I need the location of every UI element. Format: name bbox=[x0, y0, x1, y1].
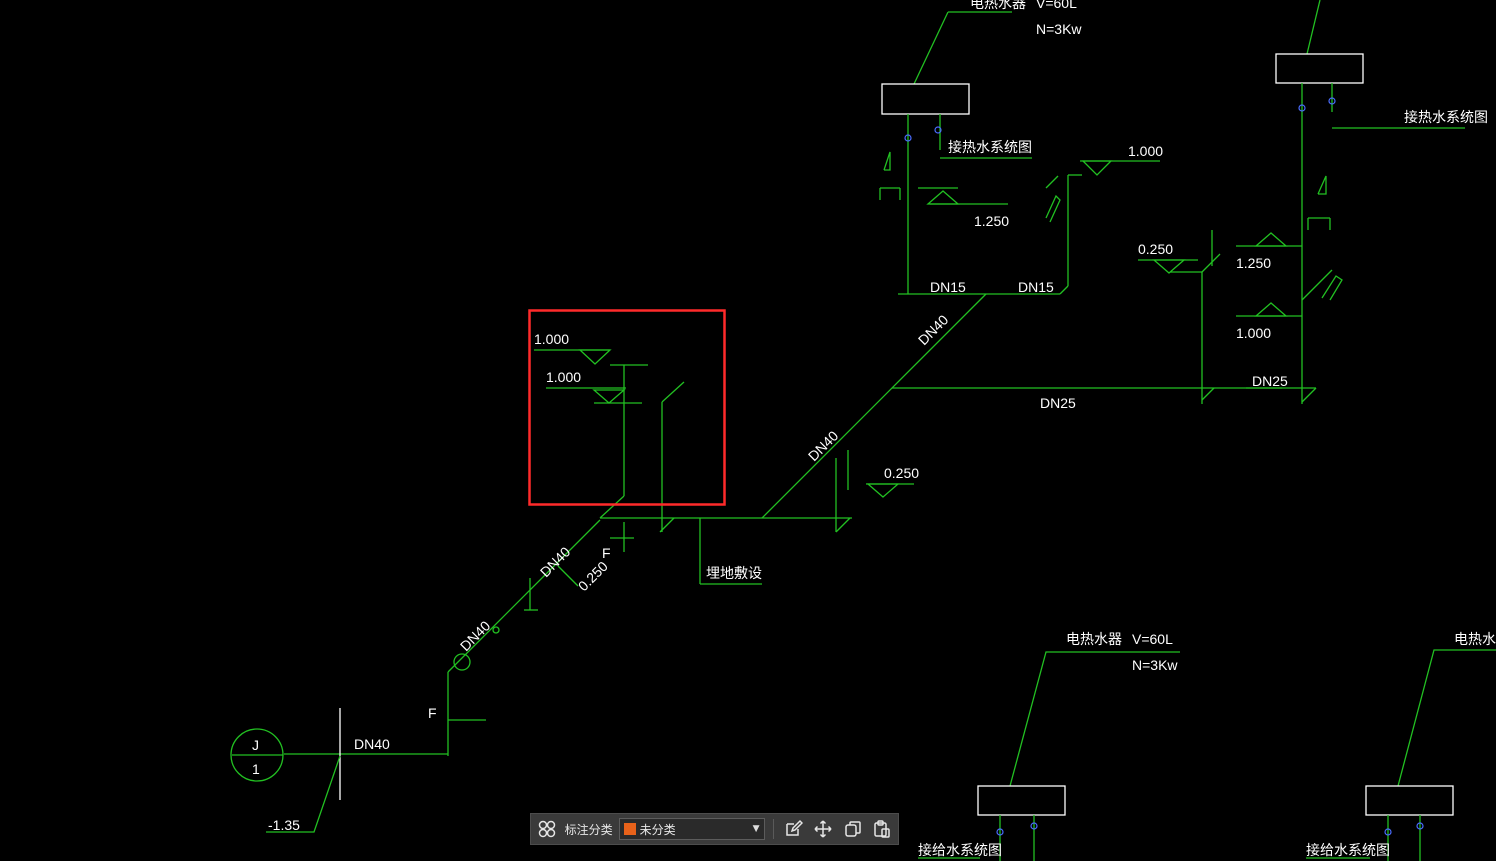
pipe-line bbox=[599, 495, 625, 519]
heater-box bbox=[1275, 53, 1364, 84]
pipe-line bbox=[266, 755, 341, 833]
label-elevation: 1.000 bbox=[546, 369, 581, 385]
label-supply-system: 接给水系统图 bbox=[1306, 842, 1390, 858]
pipe-line bbox=[913, 11, 949, 85]
label-pipe-size: DN40 bbox=[915, 311, 952, 348]
label-pipe-size: DN40 bbox=[457, 617, 494, 654]
heater-box bbox=[977, 785, 1066, 816]
pipe-network bbox=[230, 0, 1496, 861]
label-pipe-size: DN15 bbox=[930, 279, 966, 295]
label-junction-number: 1 bbox=[252, 761, 260, 777]
pipe-line bbox=[1045, 175, 1059, 189]
chevron-down-icon: ▼ bbox=[752, 824, 760, 834]
category-label: 标注分类 bbox=[564, 822, 613, 837]
valve-markers bbox=[904, 97, 1424, 836]
valve-symbol bbox=[453, 653, 471, 671]
elevation-mark bbox=[1254, 232, 1288, 247]
pipe-line bbox=[1201, 253, 1221, 273]
label-pipe-size: DN40 bbox=[354, 736, 390, 752]
valve-symbol bbox=[1384, 828, 1392, 836]
grid-icon[interactable] bbox=[535, 817, 559, 841]
label-elevation: 1.250 bbox=[1236, 255, 1271, 271]
category-color-swatch bbox=[623, 823, 636, 835]
paste-icon[interactable] bbox=[870, 817, 894, 841]
elevation-mark bbox=[926, 190, 960, 205]
fixture-symbol bbox=[1045, 194, 1061, 223]
label-pipe-size: DN15 bbox=[1018, 279, 1054, 295]
pipe-line bbox=[761, 293, 987, 519]
toolbar-divider bbox=[772, 819, 774, 839]
label-f: F bbox=[602, 545, 611, 561]
label-heater-top: 电热水器 bbox=[970, 0, 1026, 11]
drawing-labels: 电热水器 V=60L N=3Kw 接热水系统图 接热水系统图 1.000 1.2… bbox=[252, 0, 1496, 858]
pipe-line bbox=[1306, 0, 1321, 55]
label-junction-letter: J bbox=[252, 737, 259, 753]
label-elevation: 1.000 bbox=[534, 331, 569, 347]
label-hot-system: 接热水系统图 bbox=[1404, 109, 1488, 125]
label-elevation: 0.250 bbox=[1138, 241, 1173, 257]
label-buried: 埋地敷设 bbox=[706, 565, 762, 581]
elevation-mark bbox=[1254, 302, 1288, 317]
pipe-line bbox=[1059, 285, 1069, 295]
selection-highlight-box[interactable] bbox=[528, 309, 726, 506]
label-elevation: 1.000 bbox=[1236, 325, 1271, 341]
label-heater-bottom: 电热水器 bbox=[1454, 631, 1496, 647]
heater-box bbox=[881, 83, 970, 115]
elevation-mark bbox=[1152, 259, 1186, 274]
label-heater-top-volume: V=60L bbox=[1036, 0, 1077, 11]
category-selected-value: 未分类 bbox=[639, 822, 676, 837]
label-elevation: 0.250 bbox=[884, 465, 919, 481]
annotation-toolbar: 标注分类 未分类 ▼ bbox=[530, 813, 899, 845]
pipe-line bbox=[447, 519, 601, 673]
elevation-mark bbox=[1081, 160, 1113, 176]
elevation-mark bbox=[592, 389, 626, 404]
valve-symbol bbox=[904, 134, 912, 142]
copy-icon[interactable] bbox=[841, 817, 865, 841]
label-elevation: 1.000 bbox=[1128, 143, 1163, 159]
pipe-line bbox=[835, 517, 851, 533]
label-elevation: 1.250 bbox=[974, 213, 1009, 229]
label-elevation: 0.250 bbox=[575, 558, 611, 594]
valve-symbol bbox=[1416, 822, 1424, 830]
label-elevation: -1.35 bbox=[268, 817, 300, 833]
label-heater-bottom: 电热水器 bbox=[1066, 631, 1122, 647]
pipe-line bbox=[659, 517, 675, 533]
pipe-line bbox=[661, 381, 685, 403]
pipe-line bbox=[557, 565, 579, 587]
valve-symbol bbox=[934, 126, 942, 134]
move-icon[interactable] bbox=[811, 817, 835, 841]
elevation-mark bbox=[578, 349, 612, 365]
label-supply-system: 接给水系统图 bbox=[918, 842, 1002, 858]
fixture-symbol bbox=[1321, 275, 1343, 301]
label-pipe-size: DN25 bbox=[1040, 395, 1076, 411]
pipe-line bbox=[1201, 387, 1215, 401]
label-f: F bbox=[428, 705, 437, 721]
label-heater-top-power: N=3Kw bbox=[1036, 21, 1082, 37]
valve-symbol bbox=[996, 828, 1004, 836]
valve-symbol bbox=[492, 626, 500, 634]
valve-symbol bbox=[1030, 822, 1038, 830]
pipe-line bbox=[1397, 649, 1496, 787]
fixture-symbol bbox=[1317, 175, 1327, 195]
pipe-line bbox=[1301, 387, 1317, 403]
label-heater-bottom-power: N=3Kw bbox=[1132, 657, 1178, 673]
label-heater-bottom-volume: V=60L bbox=[1132, 631, 1173, 647]
label-pipe-size: DN25 bbox=[1252, 373, 1288, 389]
pipe-line bbox=[1009, 651, 1180, 787]
pipe-line bbox=[1301, 269, 1333, 301]
elevation-mark bbox=[866, 483, 900, 498]
label-hot-system: 接热水系统图 bbox=[948, 139, 1032, 155]
heater-box bbox=[1365, 785, 1454, 816]
category-select[interactable]: 未分类 ▼ bbox=[618, 818, 765, 840]
fixture-symbol bbox=[883, 151, 891, 171]
label-pipe-size: DN40 bbox=[537, 543, 574, 580]
valve-symbol bbox=[1298, 104, 1306, 112]
edit-icon[interactable] bbox=[781, 817, 805, 841]
valve-symbol bbox=[1328, 97, 1336, 105]
